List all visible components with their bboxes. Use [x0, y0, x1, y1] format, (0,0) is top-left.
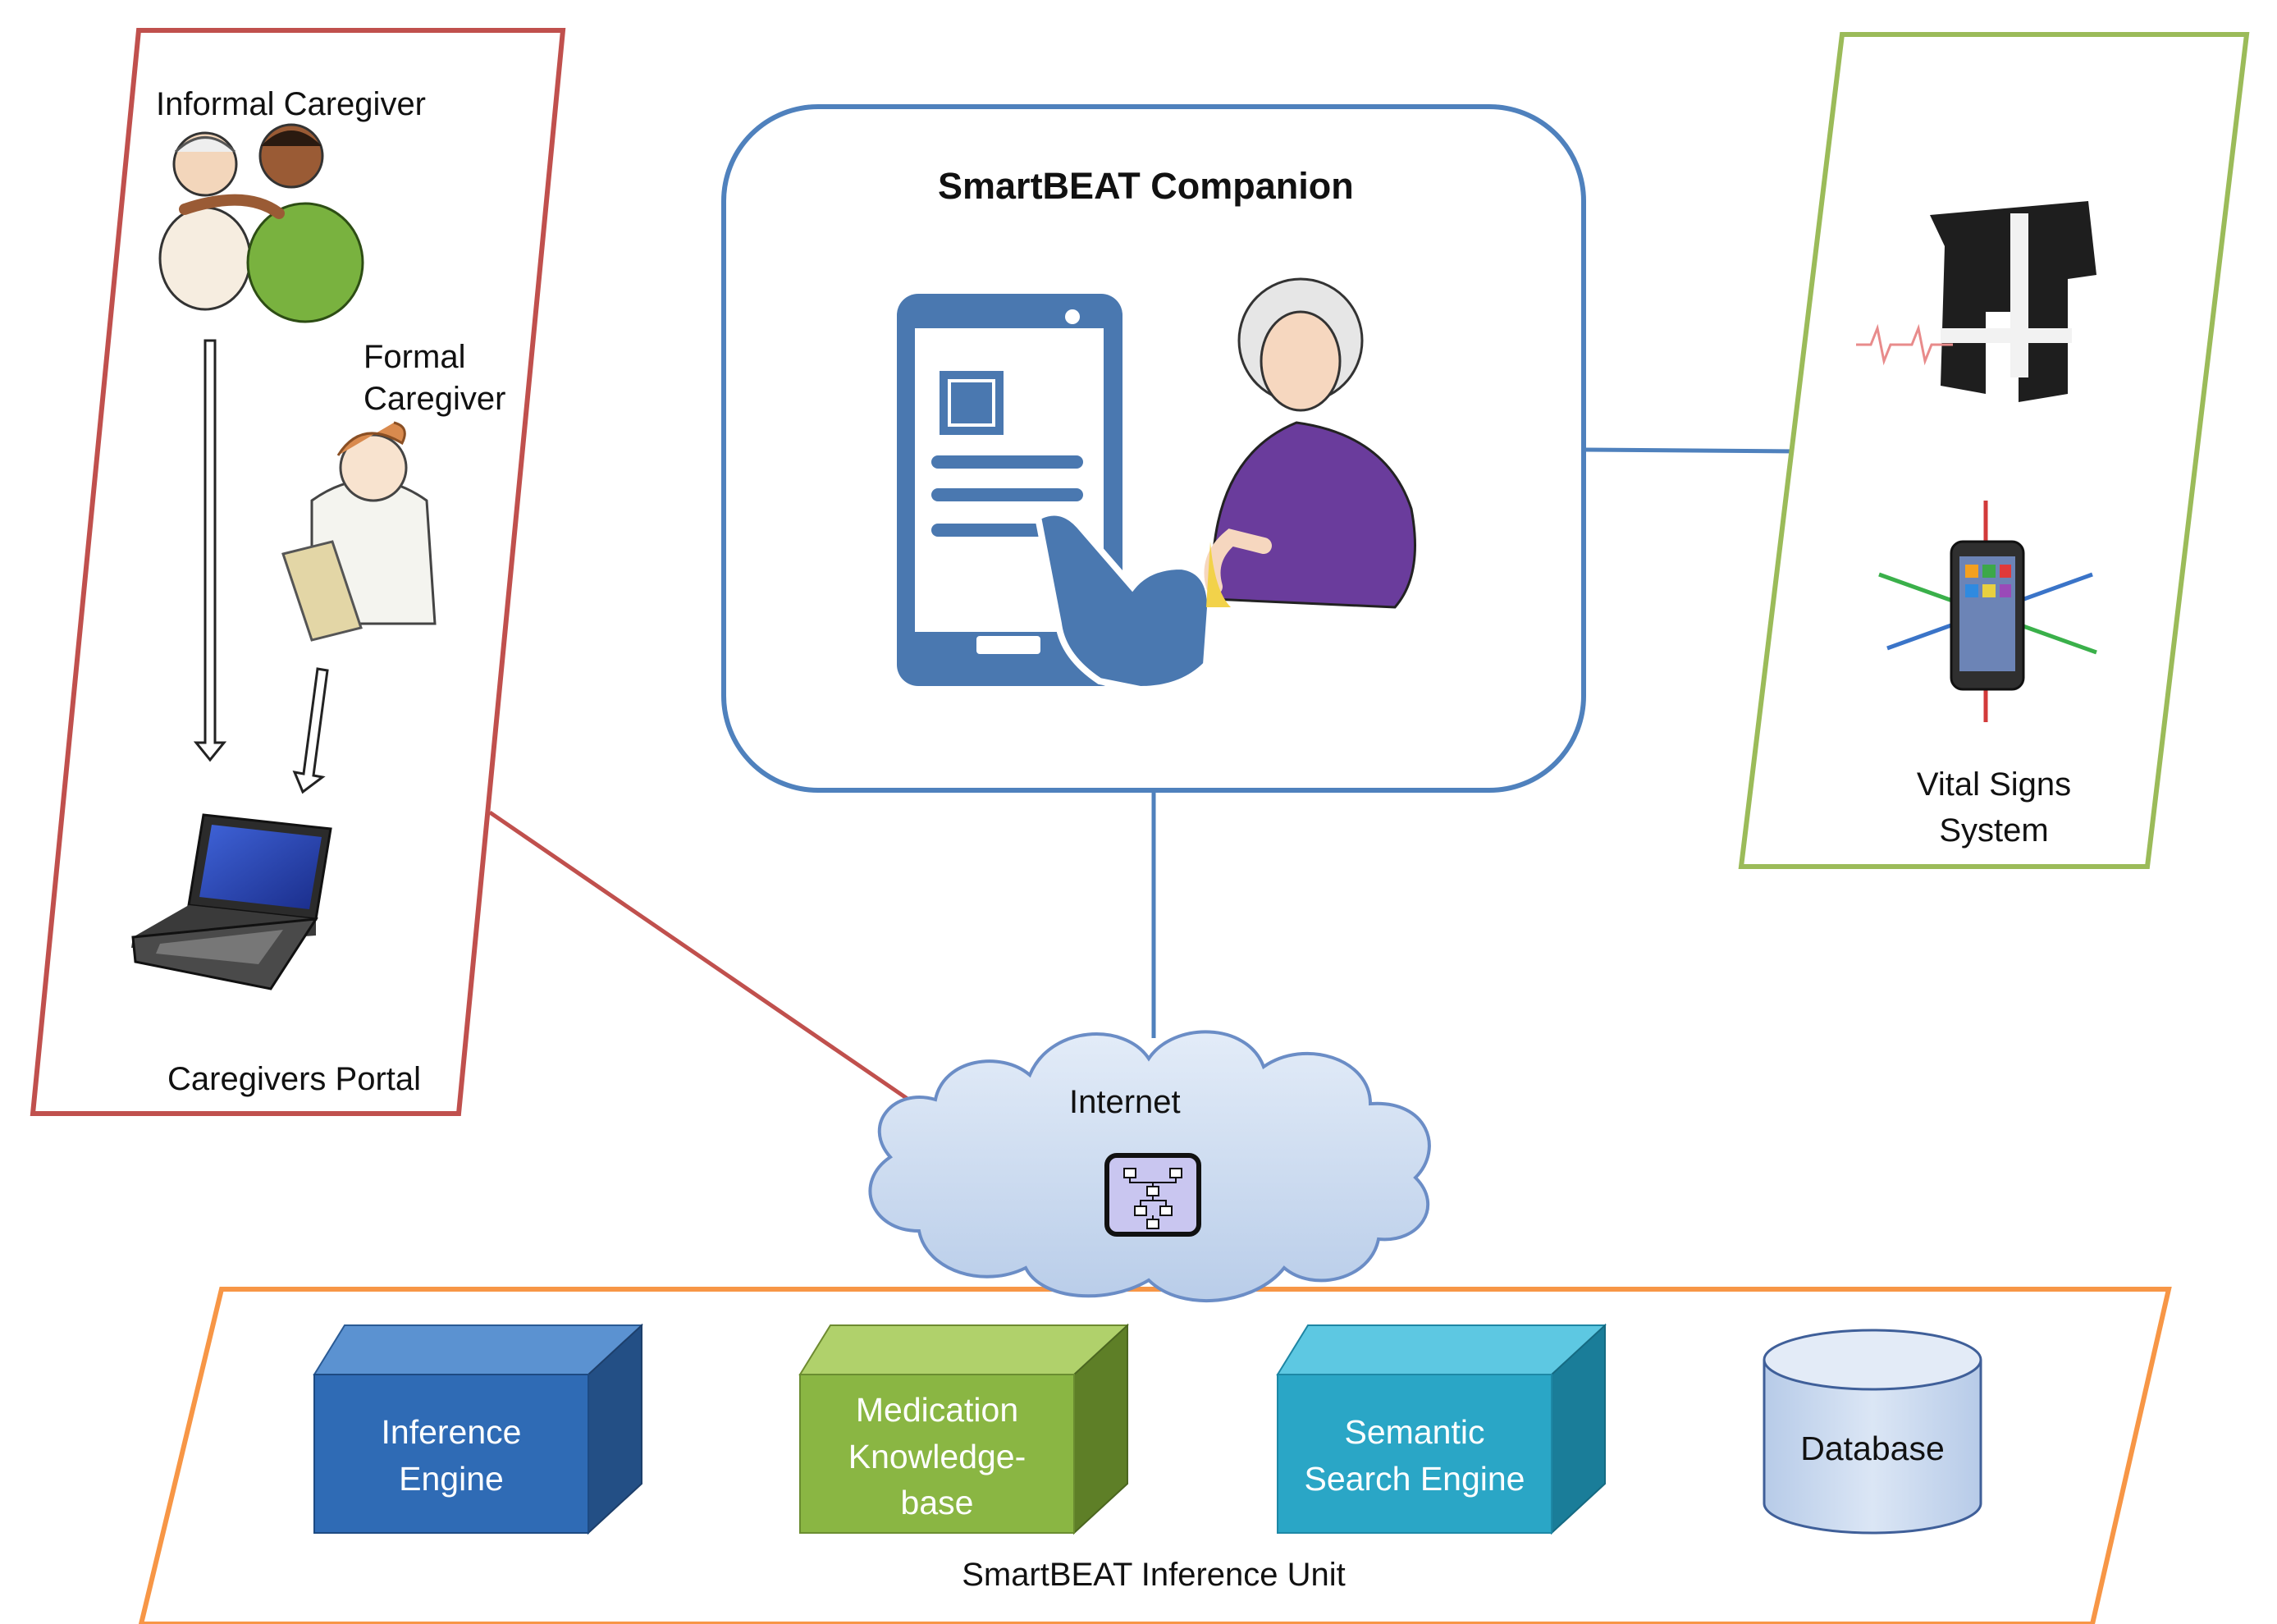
database-cylinder — [1763, 1329, 1982, 1535]
companion-vital-connector — [1584, 447, 1798, 454]
informal-to-laptop-arrow — [193, 339, 227, 762]
medication-knowledge-base-label: Medication Knowledge- base — [848, 1391, 1026, 1522]
inference-unit-frame — [138, 1287, 2172, 1624]
informal-caregiver-label: Informal Caregiver — [156, 86, 427, 122]
laptop-icon — [131, 813, 332, 990]
informal-caregiver-illustration — [158, 123, 364, 323]
formal-caregiver-illustration — [281, 421, 437, 642]
semantic-search-engine-label: Semantic Search Engine — [1304, 1413, 1525, 1498]
formal-caregiver-label-line2: Caregiver — [363, 381, 506, 417]
inference-engine-label: Inference Engine — [381, 1413, 522, 1498]
database-label: Database — [1800, 1430, 1945, 1467]
formal-to-laptop-arrow — [292, 667, 329, 794]
caregivers-portal-label: Caregivers Portal — [167, 1061, 422, 1097]
formal-caregiver-label-line1: Formal — [363, 339, 466, 375]
tablet-touch-icon — [897, 294, 1214, 693]
medication-knowledge-base-box — [798, 1323, 1129, 1535]
semantic-search-engine-box — [1276, 1323, 1607, 1535]
inference-engine-box — [313, 1323, 643, 1535]
chest-strap-sensor-image — [1856, 201, 2096, 402]
portal-internet-connector — [488, 810, 925, 1112]
elderly-woman-illustration — [1204, 277, 1416, 609]
vital-signs-label-line1: Vital Signs — [1916, 766, 2072, 803]
vital-signs-frame — [1738, 32, 2250, 869]
inference-unit-label: SmartBEAT Inference Unit — [962, 1557, 1346, 1593]
companion-title: SmartBEAT Companion — [938, 165, 1354, 207]
smartphone-accelerometer-image — [1878, 501, 2097, 722]
internet-label: Internet — [1069, 1084, 1181, 1120]
network-icon — [1104, 1153, 1201, 1237]
vital-signs-label-line2: System — [1939, 812, 2049, 849]
